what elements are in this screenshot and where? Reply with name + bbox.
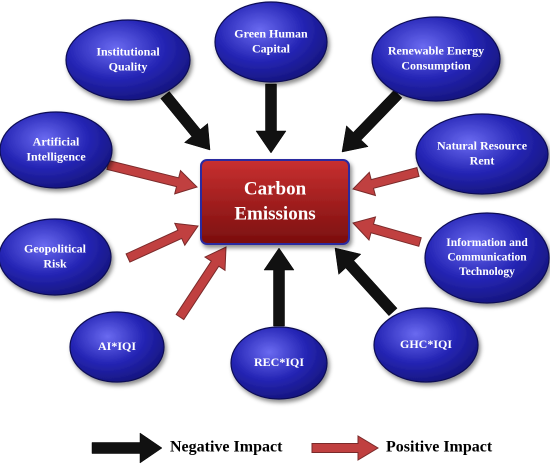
arrow-rec-negative	[341, 89, 403, 153]
legend-positive-arrow-shape	[311, 435, 379, 461]
node-ellipse	[373, 307, 479, 383]
arrow-aiiqi-positive	[175, 246, 227, 321]
node-ghciqi: GHC*IQI	[373, 307, 479, 383]
arrow-ghc-negative	[255, 83, 287, 154]
legend-negative-label: Negative Impact	[170, 439, 283, 456]
node-label-line: GHC*IQI	[400, 337, 452, 351]
node-label-line: Quality	[109, 59, 148, 73]
arrow-gpr-positive	[125, 222, 199, 263]
arrow-reciqi-negative	[263, 247, 295, 327]
legend-positive-arrow	[311, 435, 379, 461]
legend-negative-arrow-shape	[91, 432, 163, 464]
arrow-ict-positive	[352, 216, 422, 247]
arrow-ghciqi-negative	[334, 247, 398, 317]
node-ellipse	[230, 326, 328, 400]
node-label-line: REC*IQI	[254, 355, 304, 369]
node-label-line: Renewable Energy	[388, 43, 484, 57]
arrow-nrr-positive	[352, 166, 420, 197]
node-ellipse	[415, 113, 549, 195]
node-aiiqi: AI*IQI	[69, 311, 165, 383]
node-label-line: AI*IQI	[98, 339, 136, 353]
node-label-line: Natural Resource	[437, 138, 528, 152]
node-label-line: Communication	[447, 252, 527, 264]
node-label-line: Green Human	[234, 26, 308, 40]
node-ellipse	[0, 218, 112, 296]
node-label-line: Rent	[470, 153, 495, 167]
node-ellipse	[69, 311, 165, 383]
node-ellipse	[214, 1, 328, 83]
legend: Negative Impact Positive Impact	[91, 432, 493, 464]
node-label-line: Technology	[459, 266, 515, 278]
center-box	[200, 159, 350, 245]
center-node: Carbon Emissions	[200, 159, 350, 245]
node-label-line: Capital	[252, 41, 291, 55]
arrows-layer	[106, 83, 422, 327]
node-ellipse	[65, 19, 191, 101]
node-label-line: Information and	[446, 237, 528, 249]
node-ellipse	[371, 16, 501, 102]
legend-negative-arrow	[91, 432, 163, 464]
legend-positive-label: Positive Impact	[386, 439, 493, 456]
center-label-line2: Emissions	[234, 203, 315, 224]
node-label-line: Risk	[43, 256, 67, 270]
node-ellipse	[0, 111, 113, 189]
node-ellipse	[424, 212, 550, 304]
arrow-iq-negative	[160, 91, 211, 151]
node-reciqi: REC*IQI	[230, 326, 328, 400]
node-label-line: Artificial	[33, 134, 80, 148]
node-label-line: Geopolitical	[24, 241, 87, 255]
node-label-line: Consumption	[401, 58, 471, 72]
node-label-line: Intelligence	[26, 149, 86, 163]
node-label-line: Institutional	[96, 44, 160, 58]
arrow-ai-positive	[106, 159, 198, 195]
center-label-line1: Carbon	[244, 178, 307, 199]
